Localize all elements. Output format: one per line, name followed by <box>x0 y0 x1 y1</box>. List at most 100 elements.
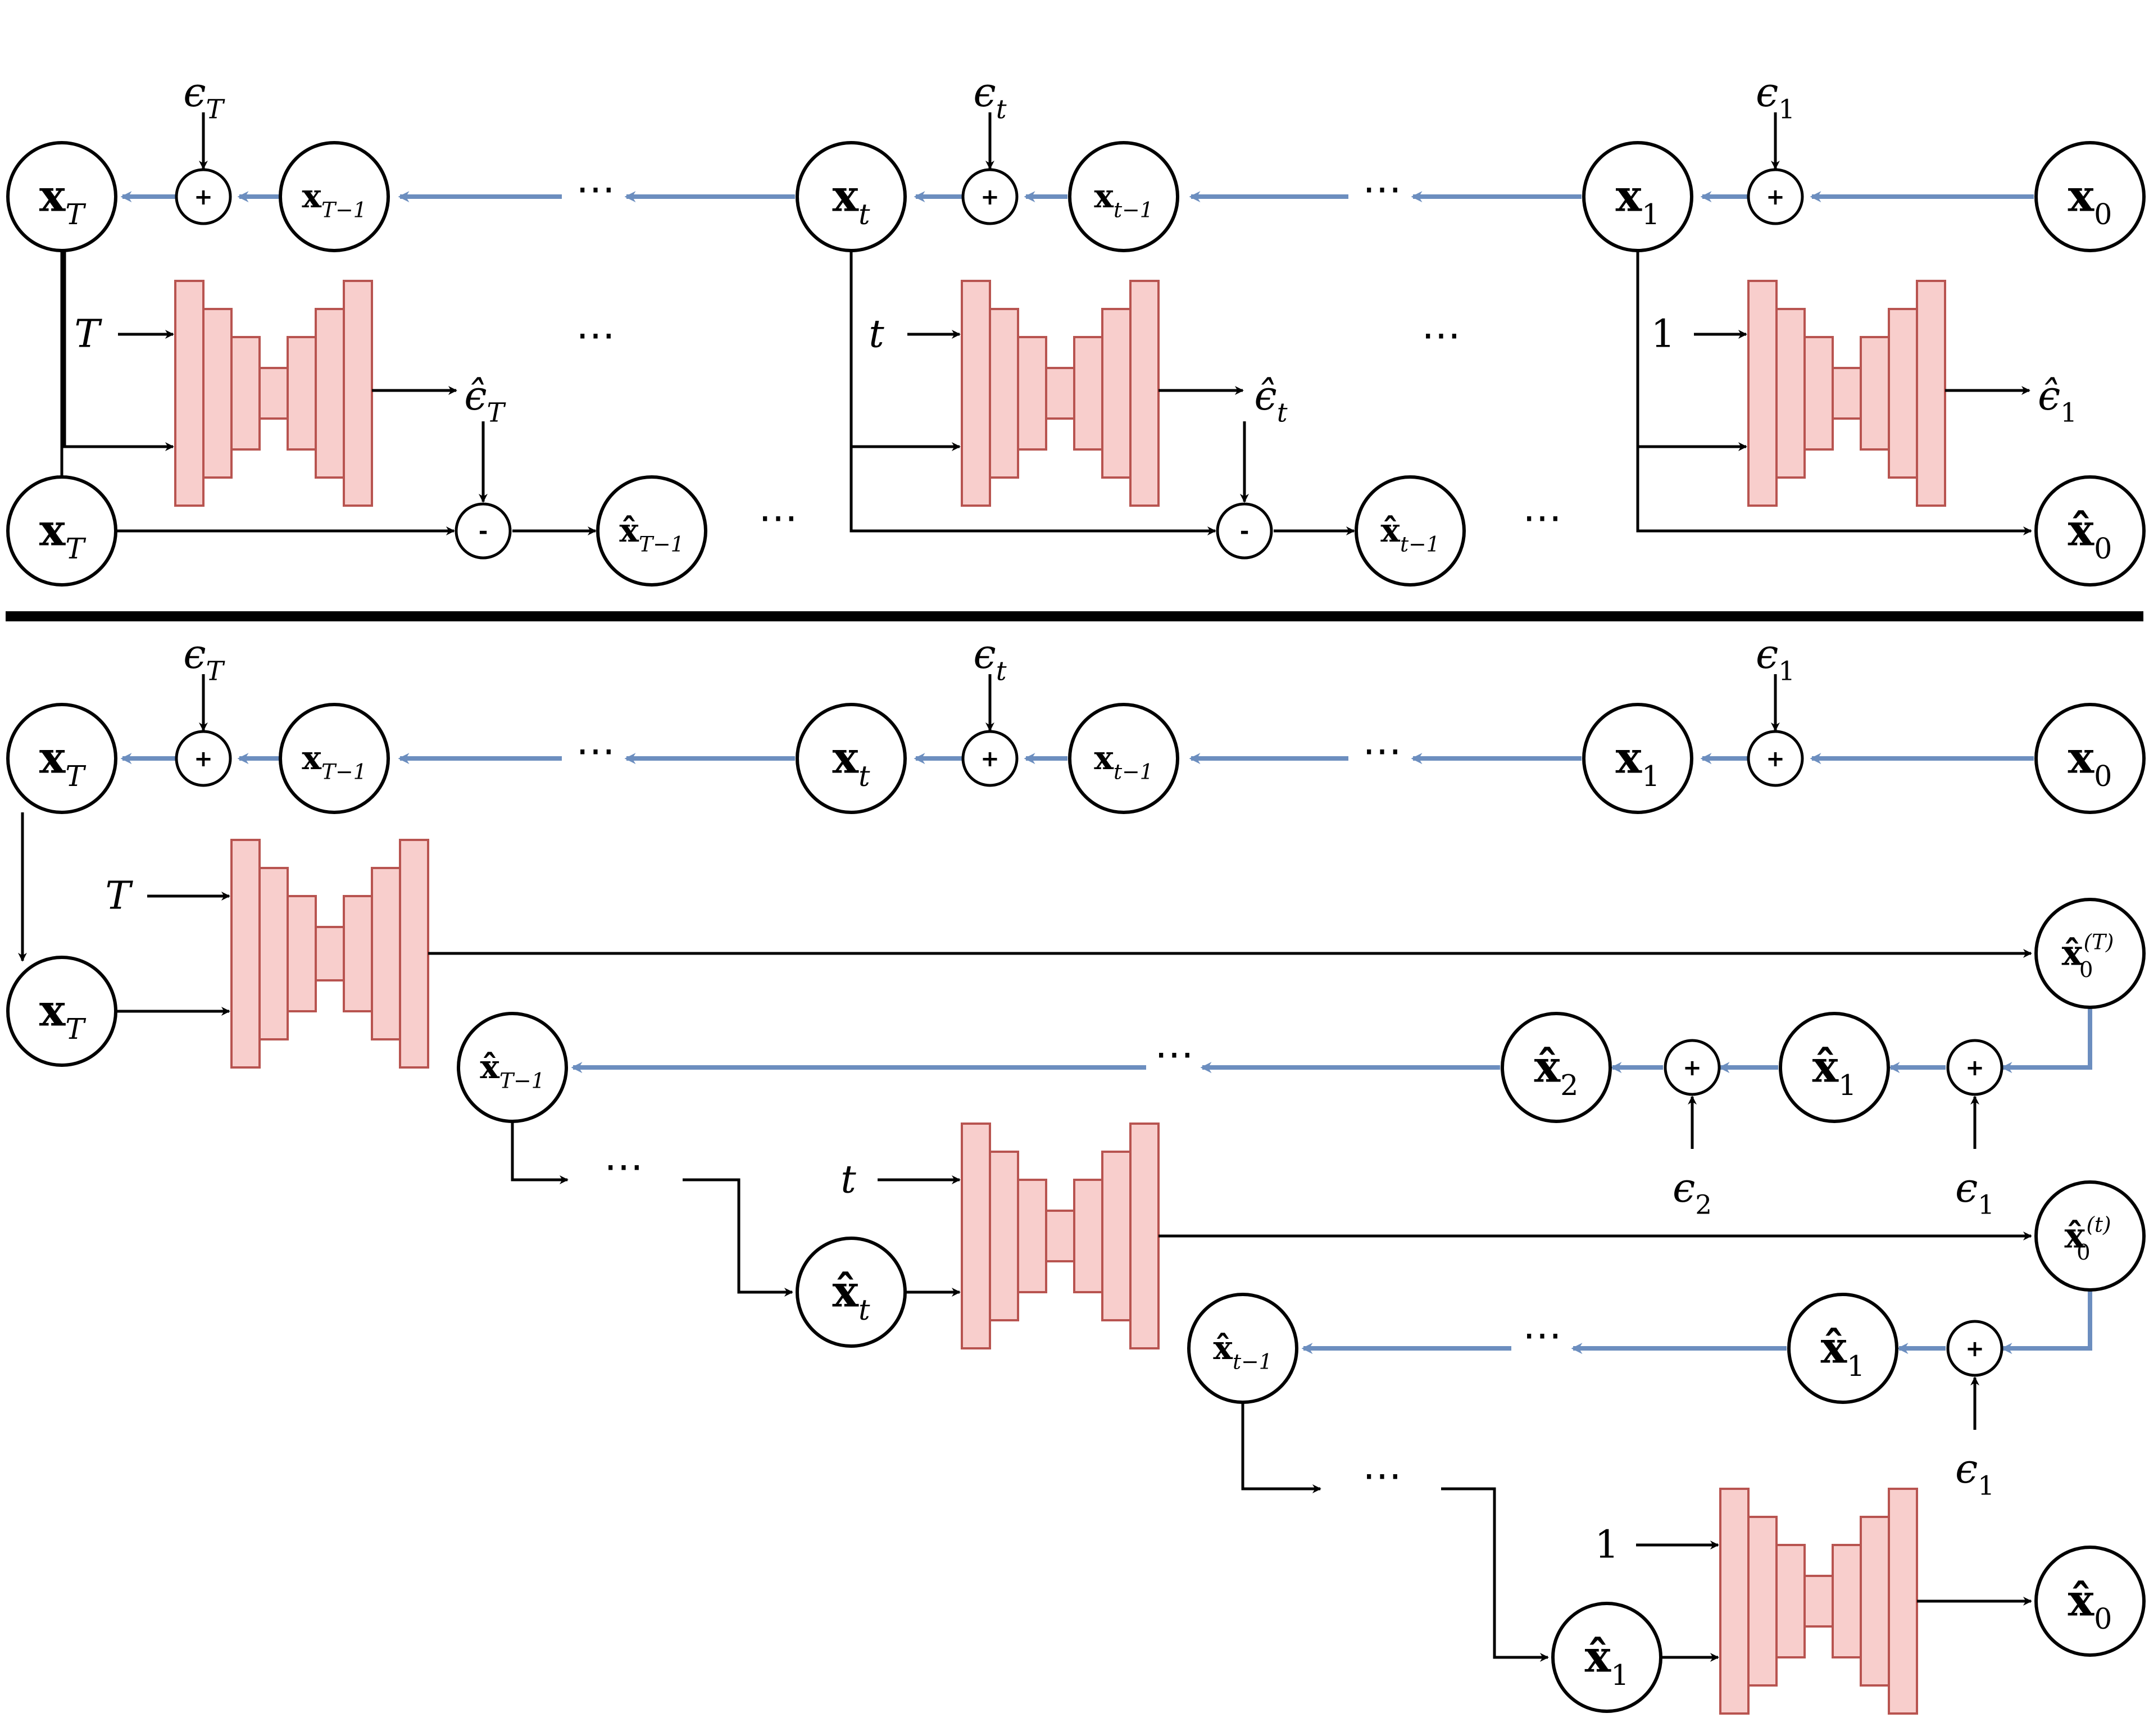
bot-timestep-label-0: T <box>105 874 133 918</box>
top-sub-op-0-symbol: - <box>479 519 488 544</box>
bot-unet-1-layer <box>1803 1575 1834 1628</box>
bottom_panel-node-x-5 <box>2034 703 2146 814</box>
bot-renoise2-ellipsis: ⋯ <box>1523 1312 1562 1358</box>
bot-node-final-x1-label: x̂1 <box>1585 1632 1629 1692</box>
bot-unet-T-layer <box>371 867 401 1040</box>
top_panel-add-op-2 <box>1747 168 1804 225</box>
top-unet-1-layer <box>1775 308 1806 479</box>
bot-unet-1-layer <box>1832 1544 1862 1658</box>
top_panel-add-op-0 <box>175 168 232 225</box>
bot-unet-t-layer <box>961 1123 991 1349</box>
top_panel-add-op-1 <box>961 168 1019 225</box>
bottom_panel-add-op-2-symbol: + <box>1766 746 1785 772</box>
top-ellipsis-unet: ⋯ <box>1421 312 1461 358</box>
bottom_panel-node-x-2 <box>796 703 907 814</box>
top-unet-T-layer <box>174 280 205 507</box>
top_panel-ellipsis: ⋯ <box>1362 166 1402 212</box>
top_panel-node-x-4-label: x1 <box>1616 171 1660 231</box>
top_panel-add-op-0-symbol: + <box>194 184 213 210</box>
bottom_panel-node-x-1-label: xT−1 <box>302 739 366 784</box>
bot-renoise2-add-0-symbol: + <box>1965 1336 1984 1362</box>
top_panel-node-x-0-label: xT <box>39 171 87 231</box>
bottom_panel-noise-label-0: ϵT <box>183 630 225 687</box>
bottom_panel-node-x-4 <box>1582 703 1693 814</box>
top-unet-1 <box>1747 280 1946 507</box>
top-unet-t-layer <box>961 280 991 507</box>
bot-renoise2-node-x1-label: x̂1 <box>1821 1323 1865 1383</box>
bottom_panel-add-op-2 <box>1747 730 1804 787</box>
bot-node-xhat-t-label: x̂t <box>833 1266 871 1326</box>
top-eps-hat-label-2: ϵ̂1 <box>2038 372 2077 429</box>
bot-renoise1-noise-label-1: ϵ1 <box>1955 1164 1994 1221</box>
bot-unet-1 <box>1719 1488 1918 1715</box>
top_panel-node-x-5 <box>2034 141 2146 252</box>
top-unet-t-layer <box>989 308 1019 479</box>
bottom_panel-ellipsis: ⋯ <box>576 728 615 774</box>
bot-unet-T-layer <box>230 839 261 1069</box>
bot-unet-1-layer <box>1747 1516 1778 1687</box>
top-node-xhat-0 <box>2034 475 2146 587</box>
bot-node-x0-pred-T <box>2034 898 2146 1009</box>
top-node-xhat-T-1-label: x̂T−1 <box>619 511 684 556</box>
bot-renoise1-add-1-symbol: + <box>1683 1055 1702 1081</box>
bot-unet-1-layer <box>1775 1544 1806 1658</box>
bot-step-arrow-4 <box>1441 1487 1549 1662</box>
bot-node-xhat-t <box>796 1237 907 1348</box>
bottom_panel-add-op-1-symbol: + <box>980 746 999 772</box>
bot-unet-t-layer <box>1073 1179 1103 1293</box>
bot-renoise1-node-x2 <box>1501 1012 1612 1123</box>
top-eps-hat-label-1: ϵ̂t <box>1254 372 1287 429</box>
top-unet-1-layer <box>1860 336 1890 451</box>
bot-unet-t <box>961 1123 1160 1349</box>
bottom_panel-node-x-5-label: x0 <box>2068 733 2112 793</box>
top-ellipsis-unet: ⋯ <box>576 312 615 358</box>
bot-unet-t-layer <box>1017 1179 1047 1293</box>
bot-renoise1-add-1 <box>1664 1039 1721 1096</box>
bot-unet-T-layer <box>343 895 373 1012</box>
bot-unet-T-layer <box>287 895 317 1012</box>
top-node-xhat-T-1 <box>596 475 707 587</box>
top_panel-node-x-2-label: xt <box>833 171 871 231</box>
top-unet-1-layer <box>1747 280 1778 507</box>
bot-unet-1-layer <box>1888 1488 1918 1715</box>
bottom_panel-noise-label-1: ϵt <box>973 630 1006 687</box>
bot-node-x0-pred-t-label: x̂(t)0 <box>2065 1212 2111 1266</box>
bot-node-final-x0 <box>2034 1546 2146 1657</box>
bot-renoise1-arrow <box>2001 1007 2092 1074</box>
top-unet-1-layer <box>1832 367 1862 420</box>
bottom_panel-node-x-3-label: xt−1 <box>1094 739 1153 784</box>
top-sub-op-0 <box>455 502 512 560</box>
top_panel-add-op-2-symbol: + <box>1766 184 1785 210</box>
bot-step-arrow-2 <box>683 1178 793 1297</box>
bot-renoise1-noise-label-0: ϵ2 <box>1673 1164 1712 1221</box>
top-unet-t-layer <box>1101 308 1132 479</box>
bot-renoise2-node-xt-1 <box>1187 1293 1298 1404</box>
bot-step-ellipsis-1: ⋯ <box>604 1143 643 1189</box>
top-node-xhat-t-1-label: x̂t−1 <box>1380 511 1439 556</box>
bot-renoise1-node-x1-label: x̂1 <box>1812 1042 1857 1102</box>
top-x1-to-x0 <box>1636 447 2032 536</box>
top-unet-T-layer <box>230 336 261 451</box>
bot-renoise2-node-x1 <box>1787 1293 1898 1404</box>
top_panel-node-x-4 <box>1582 141 1693 252</box>
bot-timestep-label-1: t <box>840 1157 856 1202</box>
top_panel-node-x-1 <box>279 141 390 252</box>
top_panel-node-x-3-label: xt−1 <box>1094 177 1153 222</box>
top-unet-T-layer <box>202 308 233 479</box>
bot-renoise1-ellipsis: ⋯ <box>1155 1031 1194 1077</box>
top-unet-T-layer <box>343 280 373 507</box>
bottom_panel-node-x-3 <box>1068 703 1179 814</box>
bot-unet-1-layer <box>1860 1516 1890 1687</box>
bot-unet-t-layer <box>1129 1123 1160 1349</box>
top-unet-1-layer <box>1916 280 1946 507</box>
top_panel-noise-label-0: ϵT <box>183 69 225 125</box>
bot-renoise2-arrow <box>2001 1290 2092 1355</box>
bot-unet-T-layer <box>315 926 345 981</box>
top-node-xhat-0-label: x̂0 <box>2068 505 2112 565</box>
top-unet-t-layer <box>1073 336 1103 451</box>
bottom_panel-node-x-1 <box>279 703 390 814</box>
top-ellipsis-mid: ⋯ <box>1523 494 1562 540</box>
bot-renoise1-node-xT-1 <box>457 1012 568 1123</box>
top-ellipsis-mid: ⋯ <box>758 494 798 540</box>
